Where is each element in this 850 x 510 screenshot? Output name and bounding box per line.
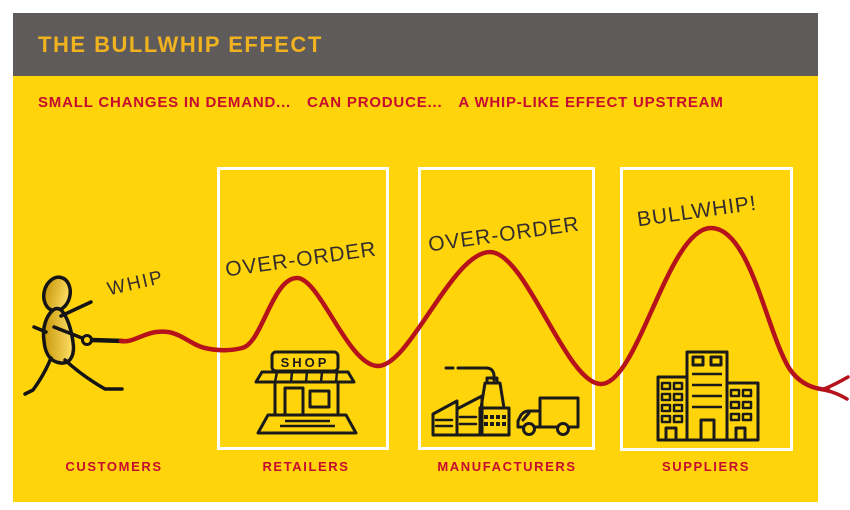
stage-label-customers: CUSTOMERS	[65, 459, 163, 474]
retailers-box	[217, 167, 389, 450]
stage-label-manufacturers: MANUFACTURERS	[437, 459, 577, 474]
subtitle-part-1: SMALL CHANGES IN DEMAND...	[38, 94, 292, 111]
stage-label-suppliers: SUPPLIERS	[661, 459, 751, 474]
stage-label-retailers: RETAILERS	[262, 459, 350, 474]
page-title: THE BULLWHIP EFFECT	[38, 31, 323, 57]
subtitle-part-2: CAN PRODUCE...	[307, 94, 443, 111]
manufacturers-box	[418, 167, 595, 450]
header-bar: THE BULLWHIP EFFECT	[13, 13, 818, 76]
subtitle-part-3: A WHIP-LIKE EFFECT UPSTREAM	[458, 94, 724, 111]
subtitle: SMALL CHANGES IN DEMAND... CAN PRODUCE..…	[38, 94, 724, 111]
